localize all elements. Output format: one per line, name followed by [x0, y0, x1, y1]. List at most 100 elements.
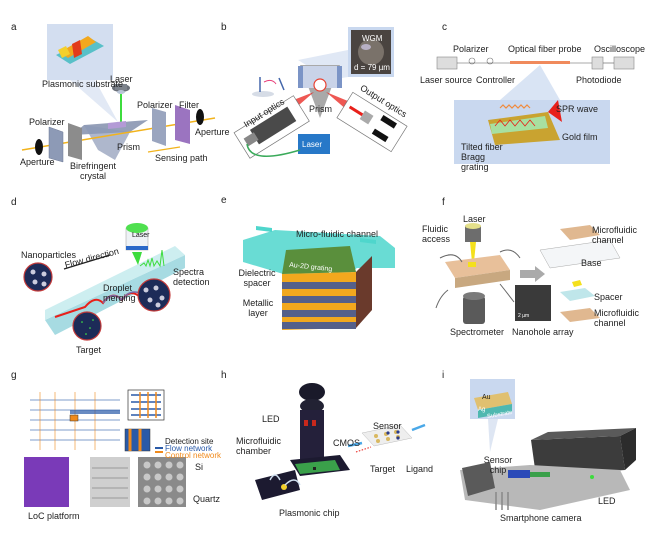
label: Polarizer [453, 44, 489, 54]
label: Microfluidic chamber [236, 436, 282, 456]
microfluidic-top [560, 225, 600, 240]
label: Aperture [195, 127, 230, 137]
input-optics-box [233, 95, 310, 159]
flow-out-arrow [411, 423, 426, 432]
laser-icon [125, 223, 149, 251]
device-housing [531, 436, 625, 476]
label: Target [370, 464, 396, 474]
label: Droplet merging [103, 283, 136, 303]
microsphere [313, 78, 327, 92]
channel-photo [90, 457, 130, 507]
label: Gold film [562, 132, 598, 142]
label: Controller [476, 75, 516, 85]
label: Control network [165, 451, 222, 460]
label: Polarizer [29, 117, 65, 127]
spectrum-icon [139, 249, 165, 268]
gold-layer [474, 392, 512, 410]
label: Target [76, 345, 102, 355]
label: Metallic layer [242, 298, 274, 318]
panel-letter: b [221, 22, 227, 33]
label: Photodiode [576, 75, 622, 85]
chip-layout [30, 392, 120, 450]
label: Ligand [406, 464, 434, 474]
plasmonic-substrate-icon [56, 36, 104, 64]
binding-icon [252, 77, 285, 97]
label: Aperture [20, 157, 55, 167]
nanohole-array [515, 285, 551, 321]
label: SPR wave [556, 104, 599, 114]
flow-arrow [63, 254, 111, 270]
device-body [300, 410, 324, 460]
label: Microfluidic channel [594, 308, 640, 328]
aperture-icon [35, 139, 43, 155]
label: Si [195, 462, 204, 472]
panel-letter: h [221, 370, 227, 381]
label: LED [262, 414, 280, 424]
panel-b-drawing [233, 27, 408, 159]
panel-d-drawing [23, 223, 185, 341]
polarizer-icon [468, 57, 476, 65]
label: d = 79 µm [354, 63, 390, 72]
label: Microfluidic channel [592, 225, 638, 245]
fiber-probe [510, 61, 570, 64]
panel-e-drawing [243, 226, 395, 330]
label: Nanohole array [512, 327, 574, 337]
loc-photo [24, 457, 69, 507]
laser-icon [465, 226, 481, 242]
label: Dielectric spacer [238, 268, 276, 288]
target-inset [72, 311, 102, 341]
label: Laser [302, 140, 323, 149]
flap [462, 462, 495, 496]
panel-letter: g [11, 370, 17, 381]
label: Detection site [165, 437, 214, 446]
label: Prism [117, 142, 140, 152]
base [539, 239, 621, 269]
label: LED [598, 496, 616, 506]
laser-box [298, 134, 330, 154]
microfluidic-bottom [560, 308, 600, 322]
controller-icon [486, 57, 494, 65]
sensor-chip [508, 470, 530, 478]
panel-letter: a [11, 22, 17, 33]
spectrometer-icon [463, 296, 485, 324]
filter-icon [175, 105, 190, 144]
label: Micro-fluidic channel [296, 229, 379, 239]
label: Smartphone camera [500, 513, 582, 523]
flow-in-arrow [347, 441, 363, 448]
output-optics-box [336, 91, 408, 153]
crystal-icon [68, 123, 82, 160]
label: Optical fiber probe [508, 44, 582, 54]
polarizer-icon [48, 126, 64, 163]
panel-g-drawing [24, 389, 186, 507]
label: Laser source [420, 75, 473, 85]
panel-c-drawing [436, 56, 635, 164]
label: LoC platform [28, 511, 80, 521]
label: Flow network [165, 444, 213, 453]
label: Ag [478, 407, 486, 413]
label: Quartz [193, 494, 221, 504]
panel-letter: c [442, 22, 447, 33]
label: Au [482, 394, 491, 401]
label: Spacer [594, 292, 623, 302]
label: Sensing path [155, 153, 208, 163]
laser-icon [112, 84, 130, 94]
label: Tilted fiber Bragg grating [461, 142, 503, 172]
substrate-layer [478, 404, 512, 418]
spr-wave [548, 100, 562, 122]
panel-letter: i [442, 370, 445, 381]
label: Fluidic access [422, 224, 451, 244]
label: Laser [132, 232, 150, 239]
label: Nanoparticles [21, 250, 77, 260]
polarizer-icon [152, 108, 166, 146]
grating-top [282, 246, 356, 274]
label: Prism [309, 104, 332, 114]
fiber-cable [246, 143, 301, 157]
panel-f-drawing [435, 223, 621, 324]
label: Base [581, 258, 602, 268]
merged-inset [137, 278, 171, 312]
panel-letter: f [442, 197, 445, 208]
label: Polarizer [137, 100, 173, 110]
panel-letter: e [221, 195, 227, 206]
